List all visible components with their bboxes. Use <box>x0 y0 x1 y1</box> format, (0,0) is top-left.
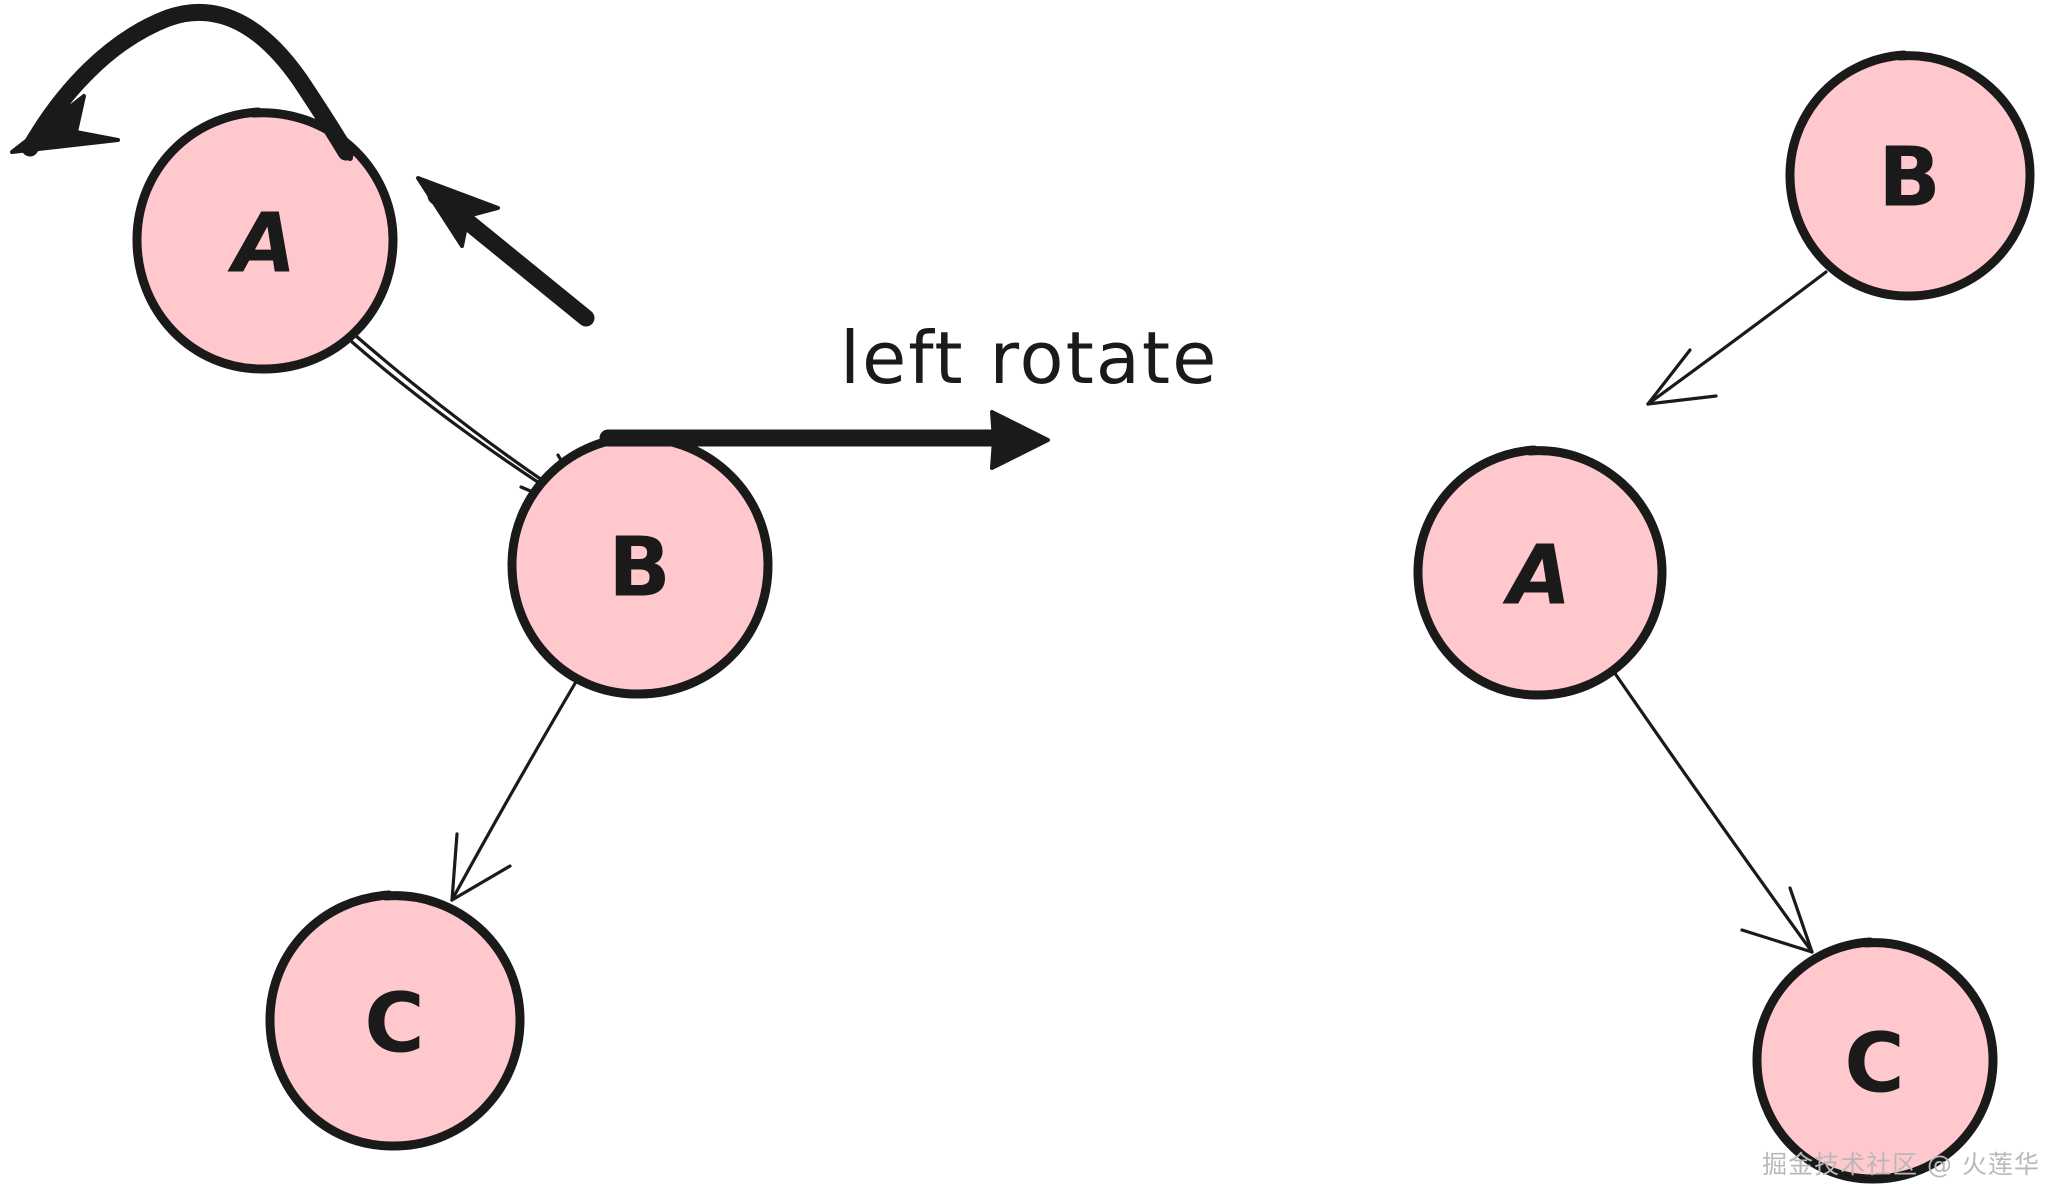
before-tree-group: A B C <box>132 107 773 1151</box>
watermark: 掘金技术社区 @ 火莲华 <box>1762 1150 2040 1179</box>
promote-arrow-icon <box>416 176 595 327</box>
node-b-before-label: B <box>608 521 672 616</box>
node-b-before[interactable]: B <box>507 432 773 699</box>
after-tree-group: B A C <box>1413 50 2035 1184</box>
node-c-before-label: C <box>364 977 425 1072</box>
node-b-after-label: B <box>1878 131 1942 226</box>
transform-arrow-icon <box>599 410 1050 470</box>
node-a-after-label: A <box>1502 529 1572 624</box>
node-c-after[interactable]: C <box>1752 937 1998 1184</box>
node-a-before-label: A <box>227 197 297 292</box>
edge-a-to-c-after <box>1612 670 1814 954</box>
node-a-before[interactable]: A <box>132 107 398 374</box>
node-c-before[interactable]: C <box>265 890 525 1151</box>
node-a-after[interactable]: A <box>1413 445 1667 700</box>
edge-b-to-c <box>450 678 579 902</box>
operation-label: left rotate <box>840 316 1218 400</box>
rotation-arc-arrow-icon <box>10 3 355 161</box>
node-c-after-label: C <box>1844 1017 1905 1112</box>
node-b-after[interactable]: B <box>1785 50 2035 301</box>
edge-b-to-a-after <box>1646 270 1828 406</box>
